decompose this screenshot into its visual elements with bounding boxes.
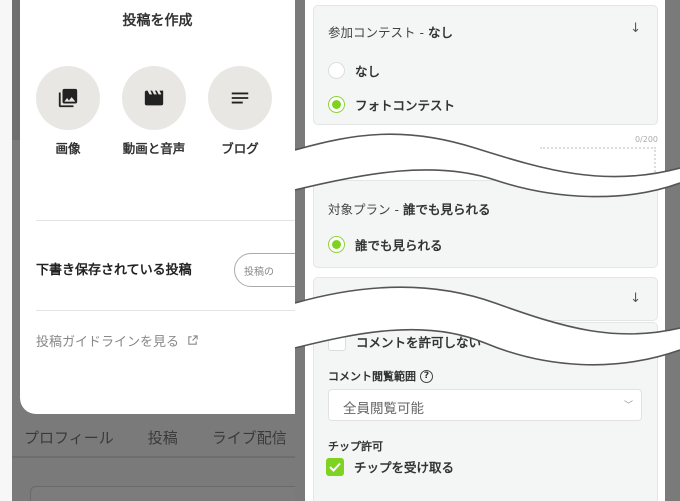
radio-unchecked-icon <box>328 62 345 79</box>
divider <box>36 220 306 221</box>
create-video-audio-button[interactable]: 動画と音声 <box>122 66 186 158</box>
create-post-modal: 投稿を作成 画像 動画と音声 ブログ 下書き保存され <box>20 0 310 414</box>
photo-library-icon <box>58 88 78 108</box>
create-image-circle <box>36 66 100 130</box>
create-video-label: 動画と音声 <box>122 141 186 156</box>
comment-visibility-select[interactable]: 全員閲覧可能 ﹀ <box>328 389 642 421</box>
char-count: 0/200 <box>634 135 658 144</box>
guideline-link-text: 投稿ガイドラインを見る <box>36 335 180 350</box>
left-screenshot-panel: プロフィール 投稿 ライブ配信 投稿を作成 画像 動画と音声 <box>0 0 314 501</box>
help-icon[interactable]: ? <box>420 369 433 383</box>
clapperboard-icon <box>144 90 164 106</box>
contest-header-value: なし <box>427 25 453 40</box>
create-image-label: 画像 <box>55 141 81 156</box>
tip-section-label: チップ許可 <box>328 440 383 453</box>
divider <box>36 310 306 311</box>
create-video-circle <box>122 66 186 130</box>
contest-option-photo[interactable]: フォトコンテスト <box>328 95 455 114</box>
contest-option-photo-label: フォトコンテスト <box>355 98 456 113</box>
contest-section-header[interactable]: 参加コンテスト - なし <box>328 22 453 41</box>
plan-option-everyone[interactable]: 誰でも見られる <box>328 235 443 254</box>
tab-profile[interactable]: プロフィール <box>24 428 114 447</box>
plan-option-everyone-label: 誰でも見られる <box>355 238 443 253</box>
collapsed-section[interactable]: ↓ <box>313 277 658 321</box>
profile-tabs: プロフィール 投稿 ライブ配信 <box>12 418 295 458</box>
create-options: 画像 動画と音声 ブログ <box>36 66 272 158</box>
chevron-down-icon: ﹀ <box>623 401 633 411</box>
accept-tips-label: チップを受け取る <box>354 460 455 475</box>
external-link-icon <box>188 335 198 345</box>
contest-option-none[interactable]: なし <box>328 61 380 80</box>
plan-section: 対象プラン - 誰でも見られる 誰でも見られる <box>313 180 658 268</box>
create-blog-label: ブログ <box>221 141 259 156</box>
contest-option-none-label: なし <box>355 64 381 79</box>
comment-visibility-value: 全員閲覧可能 <box>343 401 424 417</box>
plan-section-header[interactable]: 対象プラン - 誰でも見られる <box>328 199 490 218</box>
drafts-label: 下書き保存されている投稿 <box>36 263 192 278</box>
plan-header-value: 誰でも見られる <box>402 202 491 217</box>
create-blog-circle <box>208 66 272 130</box>
create-image-button[interactable]: 画像 <box>36 66 100 158</box>
disallow-comments-checkbox[interactable]: コメントを許可しない <box>328 332 481 351</box>
contest-header-label: 参加コンテスト - <box>328 25 428 40</box>
radio-checked-icon <box>328 236 345 253</box>
checkbox-checked-icon <box>326 457 344 476</box>
comment-visibility-label: コメント閲覧範囲 ? <box>328 368 433 384</box>
plan-header-label: 対象プラン - <box>328 202 403 217</box>
contest-section: 参加コンテスト - なし ↓ なし フォトコンテスト <box>313 5 658 125</box>
accept-tips-checkbox[interactable]: チップを受け取る <box>326 457 454 476</box>
tab-live[interactable]: ライブ配信 <box>211 428 287 447</box>
radio-checked-icon <box>328 96 345 113</box>
guideline-link[interactable]: 投稿ガイドラインを見る <box>36 331 198 350</box>
text-lines-icon <box>231 92 249 104</box>
arrow-down-icon[interactable]: ↓ <box>630 21 641 36</box>
comment-visibility-label-text: コメント閲覧範囲 <box>328 370 416 383</box>
checkbox-unchecked-icon <box>328 332 346 351</box>
modal-title: 投稿を作成 <box>122 13 193 29</box>
create-blog-button[interactable]: ブログ <box>208 66 272 158</box>
arrow-down-icon[interactable]: ↓ <box>630 291 641 306</box>
tab-posts[interactable]: 投稿 <box>147 428 178 447</box>
disallow-comments-label: コメントを許可しない <box>356 335 482 350</box>
dimmed-card <box>30 486 295 501</box>
